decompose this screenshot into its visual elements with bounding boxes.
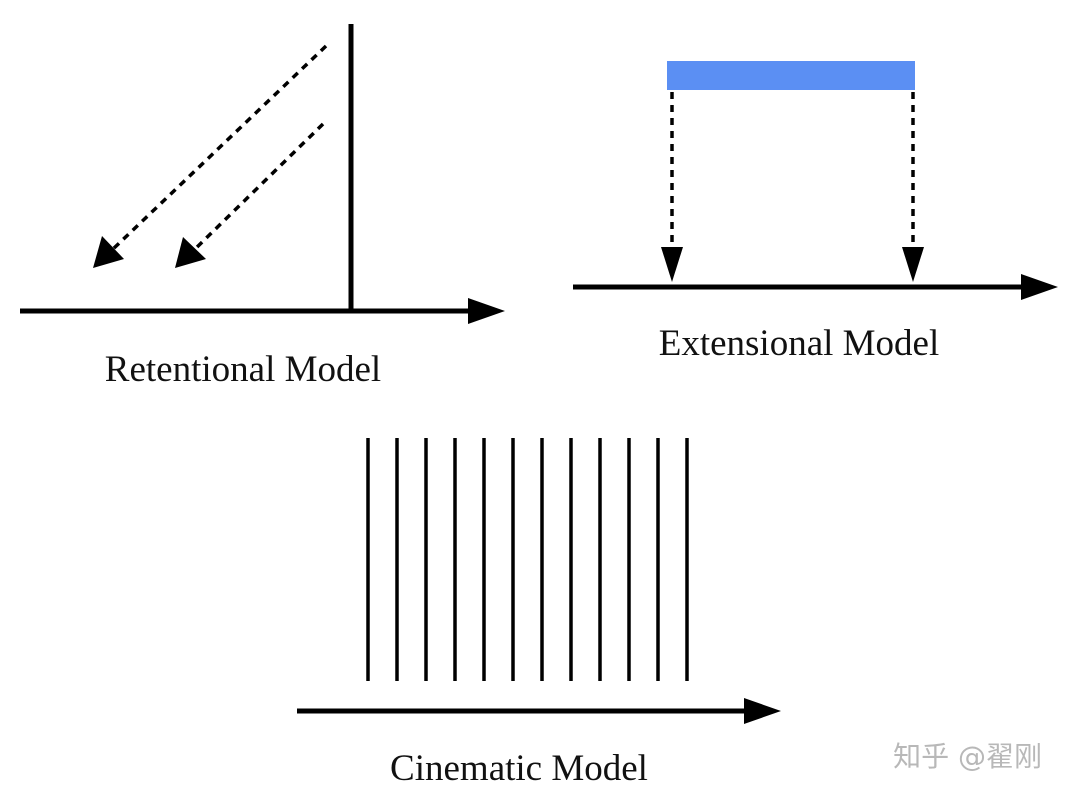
extensional-right-arrowhead (902, 247, 924, 282)
cinematic-timeline-arrowhead (744, 698, 781, 724)
cinematic-frames (366, 438, 689, 681)
retention-arrow-inner-shaft (191, 122, 325, 253)
cinematic-model: Cinematic Model (297, 438, 781, 789)
extensional-model: Extensional Model (573, 61, 1058, 364)
retentional-timeline-arrowhead (468, 298, 505, 324)
extensional-timeline-arrowhead (1021, 274, 1058, 300)
extensional-caption: Extensional Model (659, 323, 940, 364)
extensional-bar (667, 61, 915, 90)
retentional-model: Retentional Model (20, 24, 505, 390)
retentional-caption: Retentional Model (105, 349, 381, 390)
retention-arrow-outer-head (93, 236, 124, 268)
retention-arrow-inner-head (175, 237, 206, 268)
watermark: 知乎 @翟刚 (893, 740, 1042, 773)
extensional-left-arrowhead (661, 247, 683, 282)
retention-arrow-outer-shaft (110, 44, 328, 252)
cinematic-caption: Cinematic Model (390, 748, 648, 789)
